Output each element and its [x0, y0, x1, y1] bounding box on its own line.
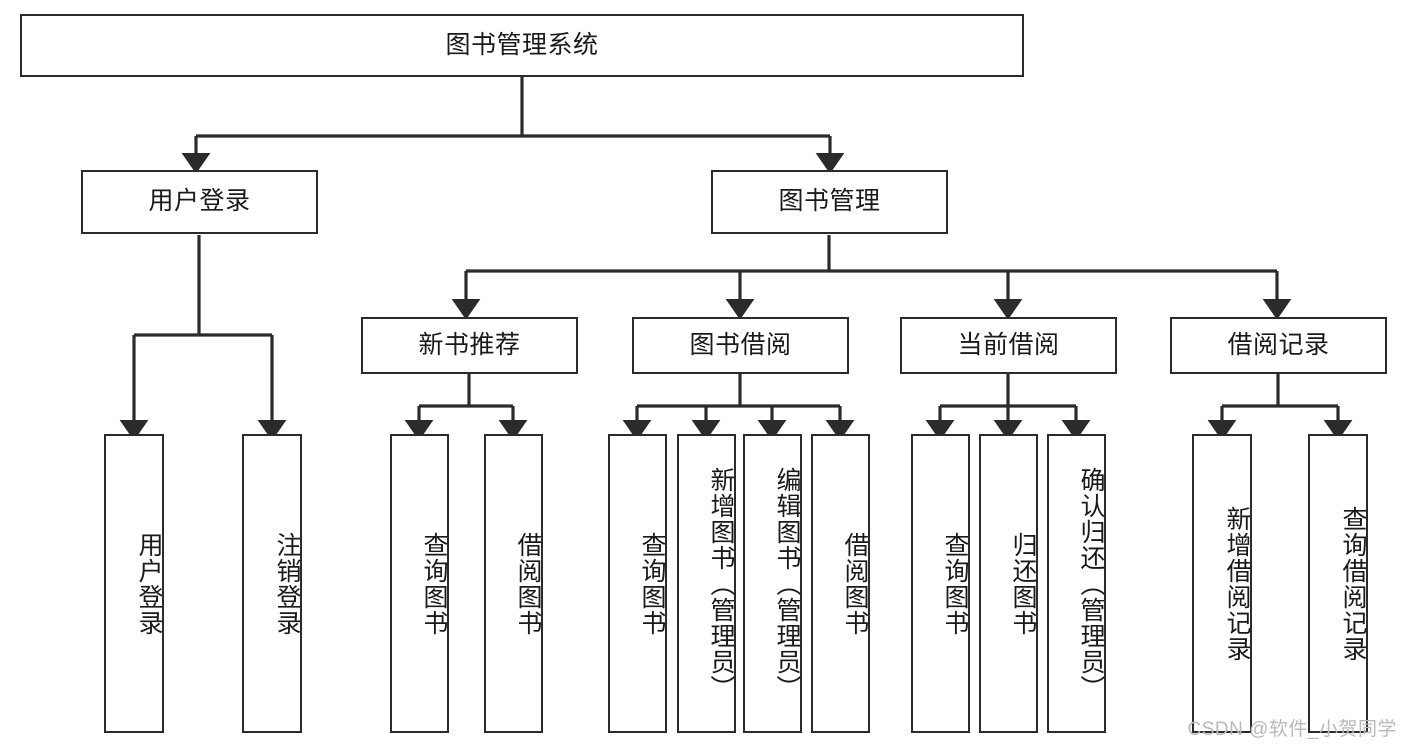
leaf-logout-login[interactable]: 注销登录	[242, 434, 302, 733]
node-label: 查询图书	[638, 531, 666, 636]
node-label: 编辑图书（管理员）	[773, 466, 801, 701]
leaf-query-book-recommend[interactable]: 查询图书	[390, 434, 449, 733]
node-label: 查询图书	[420, 531, 448, 636]
leaf-query-book-borrow[interactable]: 查询图书	[608, 434, 667, 733]
node-label: 新增借阅记录	[1223, 505, 1251, 662]
leaf-confirm-return-admin[interactable]: 确认归还（管理员）	[1047, 434, 1106, 733]
node-label: 借阅图书	[841, 531, 869, 636]
leaf-return-book[interactable]: 归还图书	[979, 434, 1038, 733]
node-label: 图书管理	[778, 187, 881, 216]
leaf-edit-book-admin[interactable]: 编辑图书（管理员）	[743, 434, 802, 733]
node-label: 新增图书（管理员）	[707, 466, 735, 701]
node-label: 归还图书	[1009, 531, 1037, 636]
leaf-borrow-book[interactable]: 借阅图书	[811, 434, 870, 733]
node-label: 新书推荐	[418, 330, 521, 359]
node-label: 用户登录	[148, 187, 251, 216]
leaf-query-borrow-record[interactable]: 查询借阅记录	[1308, 434, 1368, 733]
node-label: 用户登录	[135, 531, 163, 636]
node-book-borrow[interactable]: 图书借阅	[632, 317, 849, 374]
node-user-login[interactable]: 用户登录	[81, 170, 318, 234]
leaf-query-book-current[interactable]: 查询图书	[911, 434, 970, 733]
node-label: 查询图书	[941, 531, 969, 636]
node-new-book-recommend[interactable]: 新书推荐	[361, 317, 578, 374]
leaf-add-borrow-record[interactable]: 新增借阅记录	[1192, 434, 1252, 733]
node-root-book-management-system[interactable]: 图书管理系统	[20, 14, 1024, 77]
node-label: 借阅图书	[514, 531, 542, 636]
node-current-borrow[interactable]: 当前借阅	[900, 317, 1117, 374]
node-book-management[interactable]: 图书管理	[711, 170, 948, 234]
node-label: 当前借阅	[957, 330, 1060, 359]
node-label: 图书借阅	[689, 330, 792, 359]
leaf-user-login[interactable]: 用户登录	[104, 434, 164, 733]
node-borrow-records[interactable]: 借阅记录	[1170, 317, 1387, 374]
csdn-watermark: CSDN @软件_小贺同学	[1187, 719, 1397, 740]
node-label: 注销登录	[273, 531, 301, 636]
leaf-add-book-admin[interactable]: 新增图书（管理员）	[677, 434, 736, 733]
node-label: 查询借阅记录	[1339, 505, 1367, 662]
node-label: 图书管理系统	[445, 30, 599, 59]
node-label: 确认归还（管理员）	[1077, 466, 1105, 701]
leaf-borrow-book-recommend[interactable]: 借阅图书	[484, 434, 543, 733]
node-label: 借阅记录	[1227, 330, 1330, 359]
